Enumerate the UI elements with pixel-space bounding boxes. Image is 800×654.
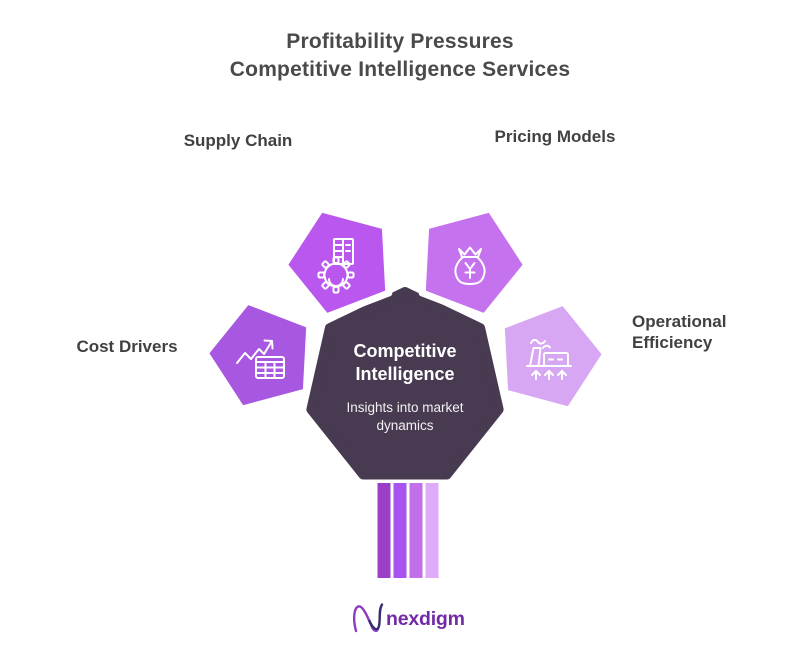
stem-stripe xyxy=(377,483,391,578)
stem-stripe xyxy=(393,483,407,578)
nexdigm-logo-text: nexdigm xyxy=(386,608,465,630)
label-pricing-models: Pricing Models xyxy=(494,127,616,146)
money-bag-yen-icon xyxy=(454,246,486,285)
pentagon-operational-efficiency xyxy=(497,298,610,414)
label-supply-chain: Supply Chain xyxy=(183,131,293,150)
page-title: Profitability Pressures Competitive Inte… xyxy=(0,28,800,84)
pentagon-cost-drivers xyxy=(201,297,314,413)
title-line-1: Profitability Pressures xyxy=(286,30,514,53)
label-operational-efficiency: Operational Efficiency xyxy=(632,312,727,352)
stem-stripe xyxy=(409,483,423,578)
label-cost-drivers: Cost Drivers xyxy=(76,337,178,356)
center-node-title: Competitive Intelligence xyxy=(353,341,457,384)
center-node-subtitle: Insights into market dynamics xyxy=(346,400,464,433)
title-line-2: Competitive Intelligence Services xyxy=(229,58,571,81)
stem-stripes xyxy=(377,483,439,578)
table-growth-arrow-icon xyxy=(236,339,285,379)
stem-stripe xyxy=(425,483,439,578)
gear-building-icon xyxy=(317,238,355,294)
nexdigm-logo-icon xyxy=(352,603,384,633)
factory-growth-icon xyxy=(526,338,572,380)
center-heptagon xyxy=(306,287,504,480)
